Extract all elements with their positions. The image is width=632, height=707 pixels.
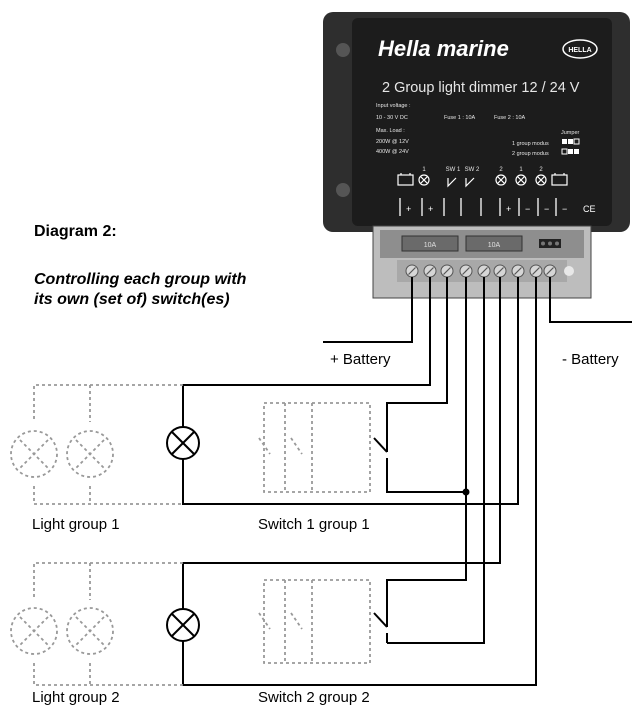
term-label: 1 — [519, 167, 523, 173]
lamp-icon — [10, 607, 58, 655]
plus-battery-wire — [323, 277, 413, 343]
screw-slot — [426, 267, 434, 275]
lamp-icon — [418, 174, 430, 186]
fuse-2-rating: 10A — [488, 242, 501, 249]
brand-name: Hella marine — [378, 36, 509, 61]
light-group-2-label: Light group 2 — [32, 689, 120, 706]
device-model: 2 Group light dimmer 12 / 24 V — [382, 80, 580, 96]
jumper-icon — [561, 138, 580, 155]
mounting-hole-icon — [336, 43, 350, 57]
battery-icon — [397, 174, 414, 186]
switch-group-2-label: Switch 2 group 2 — [258, 689, 370, 706]
lamp-icon — [66, 430, 114, 478]
mounting-hole-icon — [336, 183, 350, 197]
input-voltage-label: Input voltage : — [376, 103, 411, 109]
screw-slot — [546, 267, 554, 275]
lamp-icon — [495, 174, 507, 186]
plus-battery-label: + Battery — [330, 351, 391, 368]
lamp-icon — [10, 430, 58, 478]
screw-slot — [496, 267, 504, 275]
switch-contact-icon — [373, 612, 388, 628]
wires — [182, 277, 632, 686]
term-label: 2 — [499, 167, 503, 173]
diagram-title: Diagram 2: — [34, 223, 117, 240]
optional-switches-group-2 — [258, 579, 371, 664]
screw-terminals — [405, 264, 557, 278]
minus-battery-label: - Battery — [562, 351, 619, 368]
plus-sign: + — [406, 204, 411, 214]
switch-1-group-1 — [373, 437, 388, 468]
sw2-signal-wire — [387, 277, 485, 644]
lamp1-return-wire — [182, 277, 519, 505]
switch-contact-icon — [373, 437, 388, 453]
load-24v: 400W @ 24V — [376, 149, 409, 155]
plus-sign: + — [506, 204, 511, 214]
term-label: 2 — [539, 167, 543, 173]
lamp2-return-wire — [182, 277, 537, 686]
terminal-bars — [399, 198, 557, 216]
lamp-icon — [166, 608, 200, 642]
switch-icon — [465, 177, 475, 188]
screw-slot — [480, 267, 488, 275]
lamp-group-2 — [10, 562, 200, 686]
minus-sign: − — [525, 204, 530, 214]
screw-slot — [514, 267, 522, 275]
switch-group-1-label: Switch 1 group 1 — [258, 516, 370, 533]
lamp2-feed-wire — [182, 277, 501, 609]
fuse1-spec: Fuse 1 : 10A — [444, 115, 476, 121]
dimmer-device: Hella marine HELLA 2 Group light dimmer … — [323, 12, 630, 299]
lamp-icon — [166, 426, 200, 460]
fuse2-spec: Fuse 2 : 10A — [494, 115, 526, 121]
diagram-subtitle-line1: Controlling each group with — [34, 271, 247, 288]
minus-battery-wire — [549, 277, 632, 323]
optional-switches-group-1 — [258, 402, 371, 493]
battery-icon — [551, 174, 568, 186]
switch-2-group-2 — [373, 612, 388, 643]
jumper-block-icon — [539, 239, 561, 248]
load-12v: 200W @ 12V — [376, 139, 409, 145]
screw-slot — [443, 267, 451, 275]
fuse-2 — [465, 235, 523, 252]
lamp-icon — [535, 174, 547, 186]
screw-slot — [532, 267, 540, 275]
minus-sign: − — [544, 204, 549, 214]
common-wire — [386, 277, 467, 615]
device-faceplate — [352, 18, 612, 226]
lamp-group-1 — [10, 384, 200, 505]
lamp1-feed-wire — [182, 277, 431, 427]
indicator-led — [564, 266, 574, 276]
diagram-subtitle-line2: its own (set of) switch(es) — [34, 291, 230, 308]
screw-slot — [408, 267, 416, 275]
plus-sign: + — [428, 204, 433, 214]
max-load-label: Max. Load : — [376, 128, 405, 134]
group2-modus: 2 group modus — [512, 151, 549, 157]
term-label: SW 1 — [446, 167, 461, 173]
jumper-label: Jumper — [561, 130, 580, 136]
hella-logo-icon — [562, 39, 598, 59]
minus-sign: − — [562, 204, 567, 214]
screw-slot — [462, 267, 470, 275]
input-voltage-value: 10 - 30 V DC — [376, 115, 408, 121]
group1-modus: 1 group modus — [512, 141, 549, 147]
fuse-1 — [401, 235, 459, 252]
terminal-symbols — [397, 173, 568, 188]
term-label: SW 2 — [465, 167, 480, 173]
ce-mark: CE — [583, 204, 596, 214]
hella-logo-text: HELLA — [568, 47, 591, 54]
sw1-signal-wire — [386, 277, 448, 440]
light-group-1-label: Light group 1 — [32, 516, 120, 533]
term-label: 1 — [422, 167, 426, 173]
lamp-icon — [515, 174, 527, 186]
lamp-icon — [66, 607, 114, 655]
switch-icon — [447, 177, 457, 188]
switch1-common-wire — [386, 468, 466, 493]
fuse-1-rating: 10A — [424, 242, 437, 249]
junction-dot — [462, 488, 470, 496]
